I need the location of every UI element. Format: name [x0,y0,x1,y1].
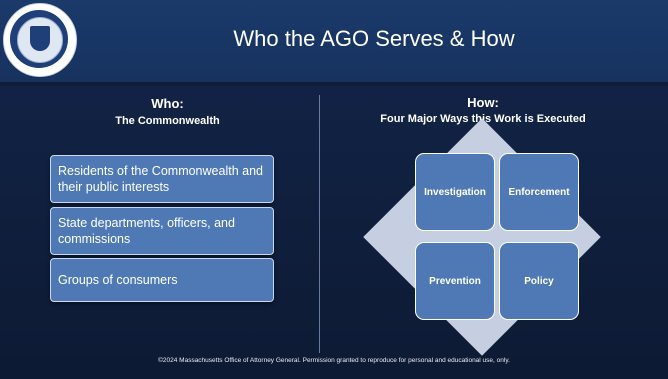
page-title: Who the AGO Serves & How [233,26,515,51]
title-bar: Who the AGO Serves & How [0,0,668,86]
column-divider [319,95,320,353]
who-item-label: Groups of consumers [58,273,178,287]
quadrant-enforcement: Enforcement [499,153,579,231]
who-heading: Who: [151,96,184,111]
who-item-residents: Residents of the Commonwealth and their … [50,155,274,203]
state-seal-icon [3,3,77,77]
copyright-footer: ©2024 Massachusetts Office of Attorney G… [158,357,510,364]
how-heading: How: [467,95,499,110]
who-item-state-departments: State departments, officers, and commiss… [50,207,274,255]
who-item-consumers: Groups of consumers [50,258,274,302]
quadrant-policy: Policy [499,242,579,320]
who-item-label: Residents of the Commonwealth and their … [58,164,263,194]
who-item-label: State departments, officers, and commiss… [58,216,235,246]
who-subheading: The Commonwealth [115,115,220,127]
quadrant-investigation: Investigation [415,153,495,231]
quadrant-prevention: Prevention [415,242,495,320]
